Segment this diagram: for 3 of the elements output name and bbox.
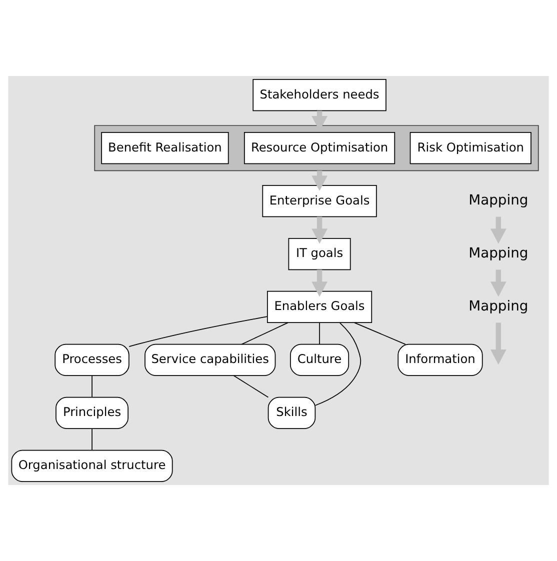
node-text: Mapping <box>468 298 528 314</box>
node-text: Mapping <box>468 245 528 262</box>
node-text: Mapping <box>468 192 528 208</box>
